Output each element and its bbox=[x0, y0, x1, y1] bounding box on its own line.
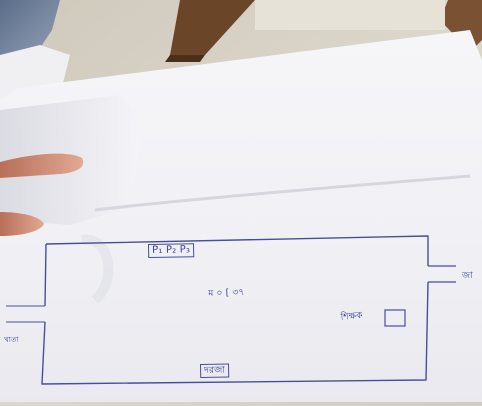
benches-label: P₁ P₂ P₃ bbox=[148, 243, 195, 258]
right-edge-label: জা bbox=[462, 271, 473, 281]
floor-strip bbox=[255, 0, 445, 30]
sleeve bbox=[0, 0, 60, 60]
room-outline bbox=[41, 235, 429, 385]
paper-crease bbox=[94, 174, 471, 212]
table-edge bbox=[170, 0, 255, 55]
paper-shadow bbox=[81, 234, 114, 304]
finger-top bbox=[0, 153, 84, 178]
door-label: দরজা bbox=[200, 363, 230, 378]
teacher-desk-box bbox=[384, 309, 406, 327]
table-edge-shadow bbox=[165, 55, 205, 62]
center-label: ম ০ [ ৩৭ bbox=[208, 287, 245, 299]
left-edge-label: খাতা bbox=[4, 335, 19, 344]
teacher-label: শিক্ষক bbox=[340, 310, 364, 323]
finger-bottom bbox=[0, 212, 44, 236]
